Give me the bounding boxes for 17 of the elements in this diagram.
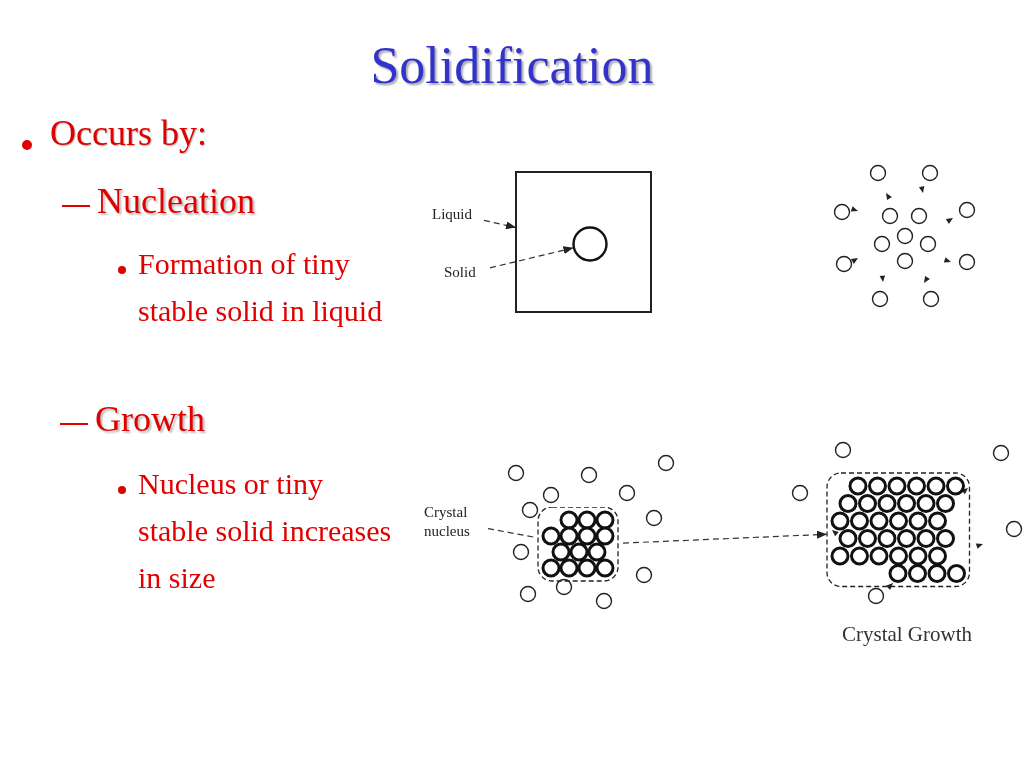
callout-label: Solid — [444, 263, 488, 283]
caption-text: Crystal Growth — [840, 622, 974, 647]
bullet-text: Nucleation — [97, 180, 256, 222]
bullet-text: Occurs by: — [50, 112, 208, 154]
callout-label: Liquid — [432, 205, 482, 225]
container-box — [515, 171, 652, 313]
bullet-text: Nucleus or tiny stable solid increases in size — [138, 466, 393, 596]
arrow — [489, 246, 574, 269]
crystal-nucleus-drawing — [535, 507, 621, 583]
arrow — [483, 219, 516, 230]
leader-line — [487, 527, 536, 538]
callout-label: Crystal nucleus — [424, 503, 486, 543]
solid-particle — [572, 226, 608, 262]
arrow — [622, 530, 827, 544]
bullet-text: Formation of tiny stable solid in liquid — [138, 246, 384, 329]
slide-title: Solidification — [369, 36, 655, 95]
bullet-text: Growth — [95, 398, 206, 440]
